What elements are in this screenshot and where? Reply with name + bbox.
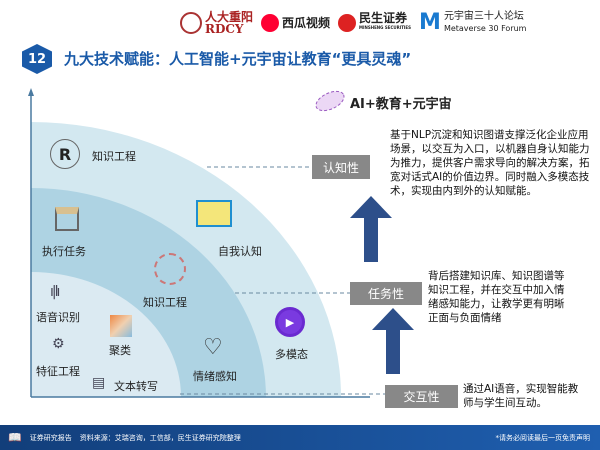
level-interaction-desc: 通过AI语音，实现智能教师与学生间互动。 xyxy=(463,383,579,409)
soundwave-icon: ı|lı xyxy=(50,284,60,300)
task-window-icon xyxy=(55,207,79,231)
arrow-up-icon xyxy=(372,308,414,374)
gear-icon: ⚙ xyxy=(52,336,65,352)
cluster-icon xyxy=(110,315,132,337)
self-cognition-icon xyxy=(196,200,232,227)
knowledge-network-icon xyxy=(154,253,186,285)
level-cognitive-box: 认知性 xyxy=(312,155,370,179)
logo-xigua: 西瓜视频 xyxy=(261,13,330,32)
footer-disclaimer: *请务必阅读最后一页免责声明 xyxy=(495,433,591,442)
level-task-box: 任务性 xyxy=(350,282,422,305)
item-self-cognition: 自我认知 xyxy=(218,245,262,258)
legend-label: AI+教育+元宇宙 xyxy=(350,97,452,112)
level-cognitive-desc: 基于NLP沉淀和知识图谱支撑泛化企业应用场景，以交互为入口，以机器自身认知能力为… xyxy=(390,129,590,197)
book-icon: 📖 xyxy=(8,431,22,444)
item-execute-task: 执行任务 xyxy=(42,245,86,258)
item-knowledge-engineering-outer: 知识工程 xyxy=(92,150,136,163)
item-text-transcription: 文本转写 xyxy=(114,380,158,393)
section-number-badge: 12 xyxy=(22,44,52,74)
footer-bar: 📖 证券研究报告 资料来源：艾瑞咨询，工信部，民生证券研究院整理 *请务必阅读最… xyxy=(0,425,600,450)
multimodal-play-icon: ▶ xyxy=(275,307,305,337)
item-feature-engineering: 特征工程 xyxy=(36,365,80,378)
orbit-icon xyxy=(315,90,345,112)
document-icon: ▤ xyxy=(92,375,106,391)
footer-brand: 证券研究报告 xyxy=(29,433,72,442)
knowledge-graph-icon: R xyxy=(50,139,80,169)
rdcy-seal-icon xyxy=(180,11,202,34)
item-emotion-perception: 情绪感知 xyxy=(193,370,237,383)
inner-arc xyxy=(31,272,181,397)
item-multimodal: 多模态 xyxy=(275,348,308,361)
heart-pulse-icon: ♡ xyxy=(203,335,223,360)
footer-source: 资料来源：艾瑞咨询，工信部，民生证券研究院整理 xyxy=(79,433,241,442)
arrow-up-icon xyxy=(350,196,392,262)
m-logo-icon: M xyxy=(419,10,441,35)
xigua-icon xyxy=(261,13,280,32)
level-interaction-box: 交互性 xyxy=(385,385,458,408)
level-task-desc: 背后搭建知识库、知识图谱等知识工程，并在交互中加入情绪感知能力，让教学更有明晰正… xyxy=(428,270,565,324)
page-title: 九大技术赋能：人工智能+元宇宙让教育“更具灵魂” xyxy=(64,50,412,68)
item-knowledge-engineering-inner: 知识工程 xyxy=(143,296,187,309)
item-clustering: 聚类 xyxy=(109,344,131,357)
item-speech-recognition: 语音识别 xyxy=(36,311,80,324)
minsheng-icon xyxy=(338,13,357,32)
